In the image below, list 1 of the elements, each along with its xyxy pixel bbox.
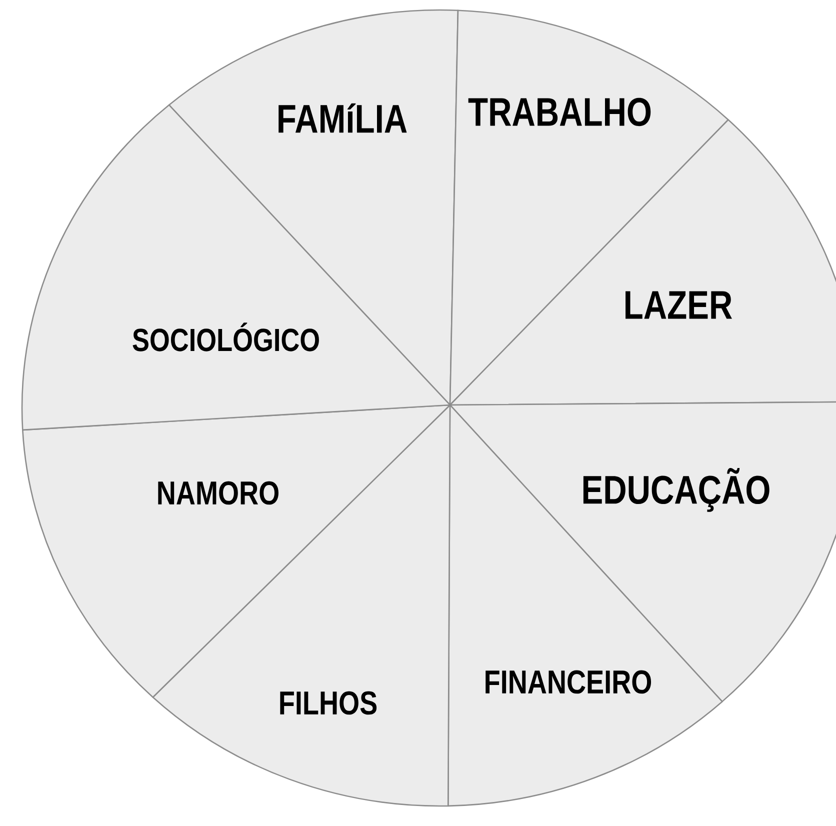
node-label: LAZER (626, 291, 732, 319)
